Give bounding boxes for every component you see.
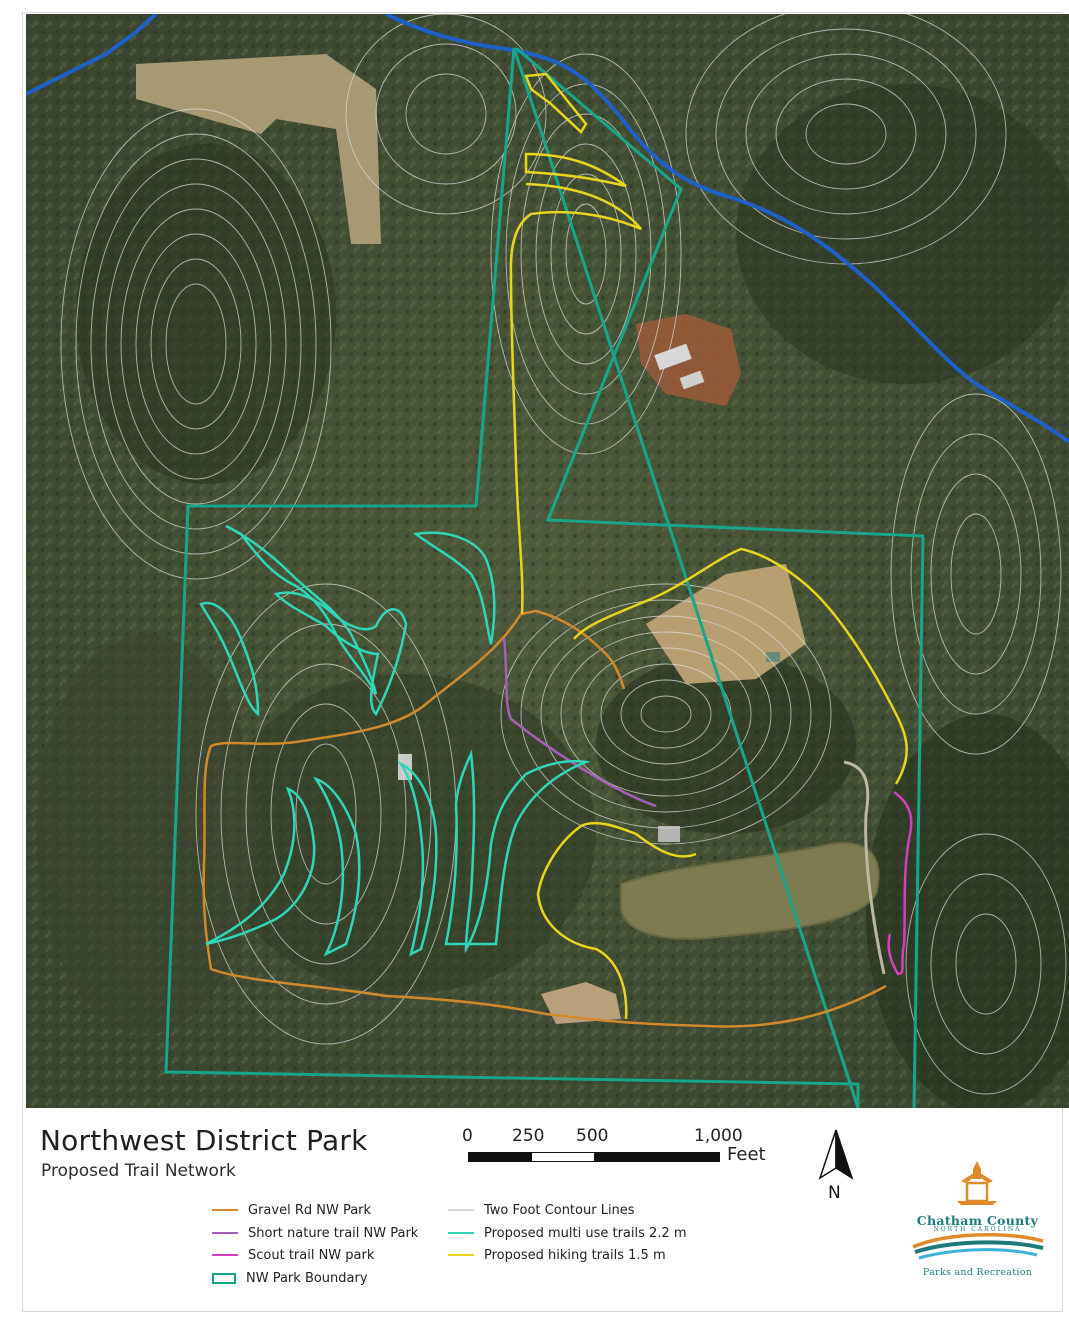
- north-arrow: N: [816, 1128, 856, 1206]
- legend-short-nature-trail: Short nature trail NW Park: [212, 1223, 418, 1243]
- scout-trail: [887, 790, 913, 976]
- field-nw: [136, 54, 381, 244]
- north-label: N: [828, 1183, 841, 1203]
- gravel-road: [202, 609, 887, 1028]
- legend-swatch: [448, 1209, 474, 1211]
- logo-state: NORTH CAROLINA: [933, 1226, 1022, 1233]
- logo-department: Parks and Recreation: [922, 1267, 1033, 1278]
- legend-label: NW Park Boundary: [246, 1270, 368, 1286]
- legend-park-boundary: NW Park Boundary: [212, 1268, 368, 1288]
- map-title: Northwest District Park: [40, 1124, 368, 1157]
- legend-swatch: [448, 1232, 474, 1234]
- legend-label: Two Foot Contour Lines: [484, 1202, 635, 1218]
- legend-label: Proposed multi use trails 2.2 m: [484, 1225, 687, 1241]
- legend-gravel-road: Gravel Rd NW Park: [212, 1200, 371, 1220]
- legend-swatch: [212, 1254, 238, 1256]
- scale-tick-250: 250: [512, 1126, 545, 1146]
- logo-graphic: [912, 1161, 1044, 1260]
- legend-swatch: [212, 1272, 236, 1284]
- short-nature-trail: [502, 637, 657, 808]
- legend-swatch: [448, 1254, 474, 1256]
- pond: [620, 842, 880, 940]
- scale-tick-500: 500: [576, 1126, 609, 1146]
- scale-unit: Feet: [727, 1144, 766, 1165]
- map-subtitle: Proposed Trail Network: [41, 1161, 236, 1181]
- hiking-trails: [509, 72, 908, 1020]
- driveway: [843, 760, 886, 975]
- legend-multi-use-trails: Proposed multi use trails 2.2 m: [448, 1223, 687, 1243]
- stream-nw: [26, 14, 158, 96]
- multi-use-trails: [199, 524, 591, 957]
- scale-bar: 0 250 500 1,000 Feet: [462, 1126, 782, 1176]
- scale-segment-3: [594, 1152, 720, 1162]
- legend-label: Scout trail NW park: [248, 1247, 375, 1263]
- legend-contour-lines: Two Foot Contour Lines: [448, 1200, 635, 1220]
- scale-segment-1: [468, 1152, 532, 1162]
- scale-tick-0: 0: [462, 1126, 473, 1146]
- scale-tick-1000: 1,000: [694, 1126, 743, 1146]
- logo-name: Chatham County: [916, 1213, 1039, 1228]
- clearing-south: [541, 982, 621, 1024]
- aerial-map[interactable]: [26, 14, 1069, 1108]
- legend-swatch: [212, 1232, 238, 1234]
- park-boundary: [164, 46, 925, 1108]
- dark-forest-patches: [36, 84, 1069, 1108]
- clearing-house: [636, 314, 741, 406]
- legend-label: Proposed hiking trails 1.5 m: [484, 1247, 666, 1263]
- legend-scout-trail: Scout trail NW park: [212, 1245, 374, 1265]
- stream-main: [385, 14, 1069, 444]
- north-arrow-icon: [818, 1129, 854, 1180]
- legend-label: Gravel Rd NW Park: [248, 1202, 372, 1218]
- legend-hiking-trails: Proposed hiking trails 1.5 m: [448, 1245, 666, 1265]
- legend-label: Short nature trail NW Park: [248, 1225, 419, 1241]
- scale-segment-2: [531, 1152, 595, 1162]
- map-canvas: [26, 14, 1069, 1108]
- chatham-county-logo: Chatham County NORTH CAROLINA Parks and …: [905, 1155, 1050, 1290]
- legend-swatch: [212, 1209, 238, 1211]
